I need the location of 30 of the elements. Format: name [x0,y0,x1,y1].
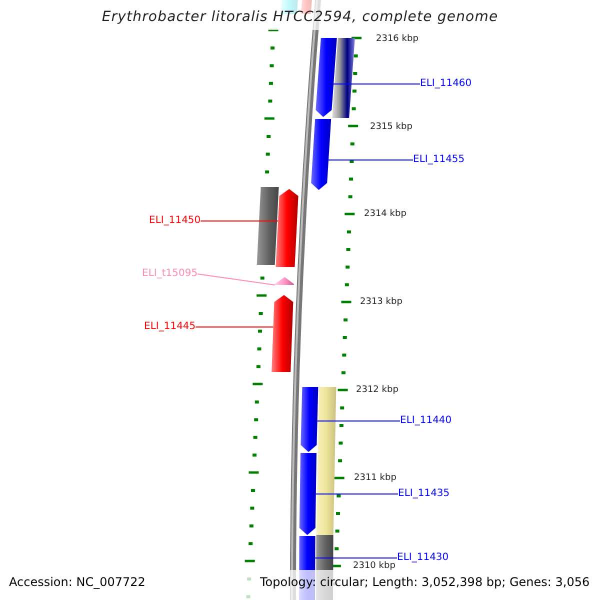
accession-text: Accession: NC_007722 [9,576,146,588]
gene-label: ELI_11440 [400,416,452,426]
scale-label: 2311 kbp [354,474,396,482]
scale-label: 2315 kbp [370,122,412,132]
leader-line [195,326,274,328]
gene-label: ELI_11445 [144,322,196,332]
scale-label: 2314 kbp [364,210,406,218]
genome-info-text: Topology: circular; Length: 3,052,398 bp; Genes: 3,056 [260,576,590,588]
gene-label: ELI_11435 [398,489,450,499]
title: Erythrobacter litoralis HTCC2594, complete genome [100,10,500,24]
scale-label: 2316 kbp [376,34,418,44]
gene-feature [272,295,294,372]
gene-feature [311,119,332,190]
gene-feature [276,189,298,267]
leader-line [197,274,276,286]
gene-label: ELI_11455 [413,155,465,165]
gene-label: ELI_11460 [420,79,472,89]
leader-line [316,420,400,422]
scale-label: 2312 kbp [356,386,398,394]
gene-feature [256,187,279,265]
gene-feature [332,38,355,118]
gene-label: ELI_11430 [397,553,449,563]
gene-label: ELI_t15095 [142,269,198,279]
gene-feature [274,277,294,285]
scale-label: 2310 kbp [353,562,396,570]
gene-feature [300,387,318,452]
gene-feature [316,38,337,117]
scale-label: 2313 kbp [360,298,402,306]
gene-label: ELI_11450 [149,216,201,226]
leader-line [200,220,278,222]
